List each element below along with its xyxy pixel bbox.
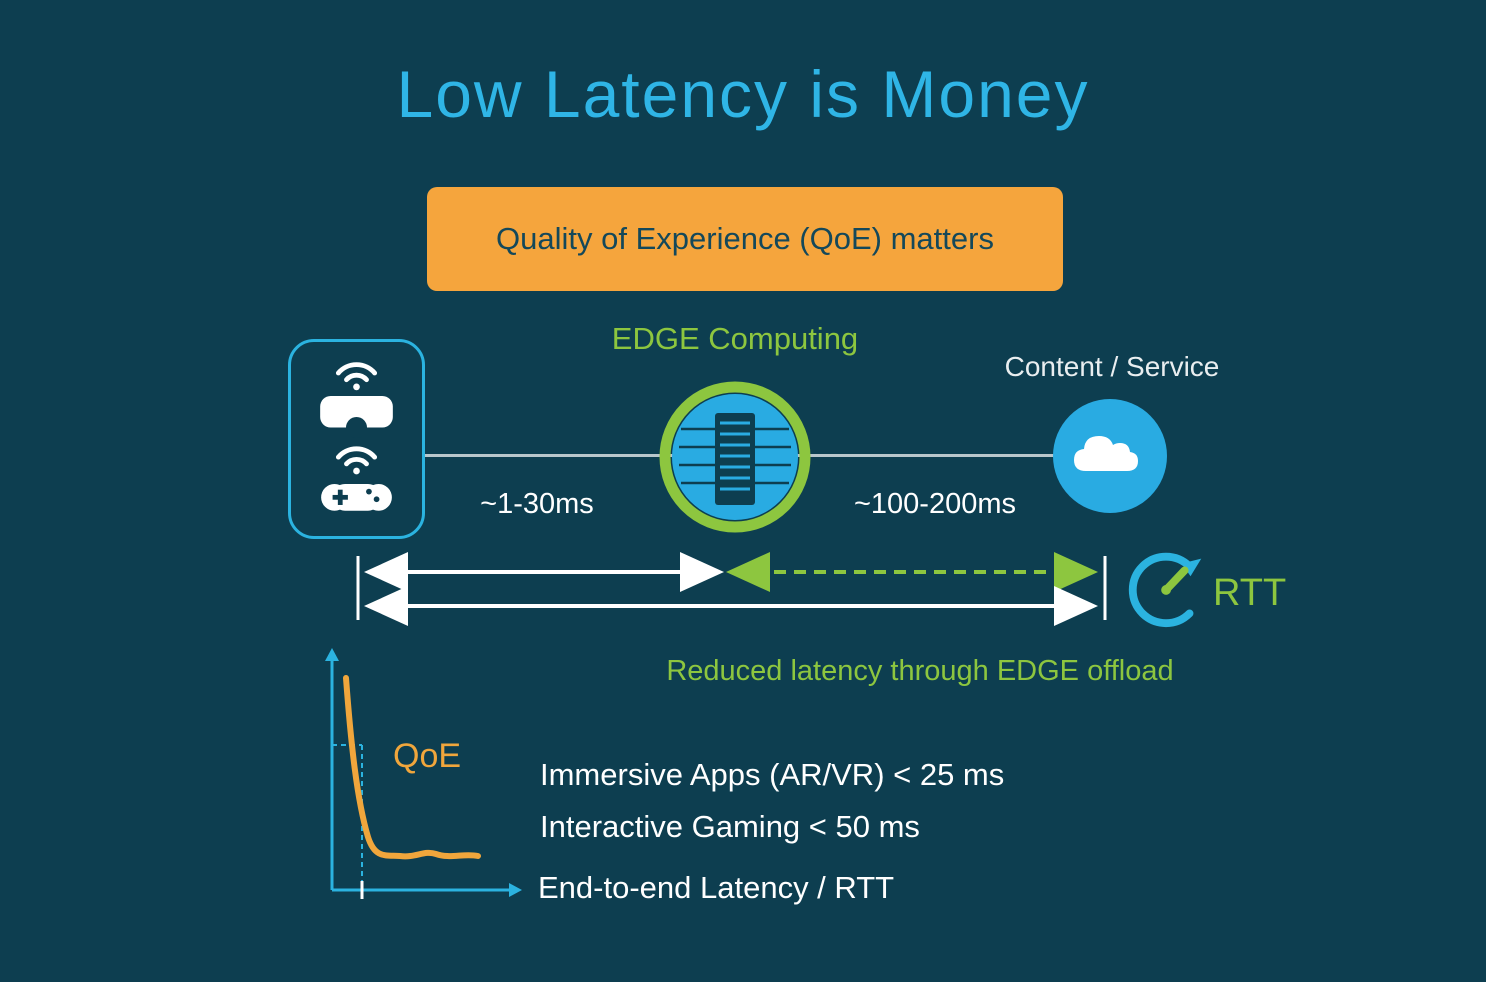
rtt-label: RTT <box>1213 572 1287 614</box>
content-service-label: Content / Service <box>1004 351 1220 382</box>
qoe-banner-label: Quality of Experience (QoE) matters <box>496 221 994 256</box>
edge-cloud-latency: ~100-200ms <box>853 488 1017 520</box>
vr-headset-icon <box>320 395 393 439</box>
latency-arrows <box>356 552 1107 626</box>
qoe-latency-chart <box>325 648 522 899</box>
x-axis-label: End-to-end Latency / RTT <box>538 870 895 905</box>
wifi-icon <box>335 362 378 391</box>
end-device-node <box>288 339 425 539</box>
qoe-banner: Quality of Experience (QoE) matters <box>427 187 1063 291</box>
requirement-immersive: Immersive Apps (AR/VR) < 25 ms <box>540 757 1005 792</box>
edge-node <box>657 379 813 535</box>
cloud-icon <box>1053 399 1167 513</box>
speedometer-icon <box>1128 552 1202 628</box>
cloud-node <box>1053 399 1167 513</box>
page-title: Low Latency is Money <box>396 57 1090 131</box>
qoe-curve <box>343 675 481 860</box>
offload-caption: Reduced latency through EDGE offload <box>666 655 1174 687</box>
device-edge-latency: ~1-30ms <box>480 488 594 520</box>
x-axis-arrow <box>509 883 522 897</box>
edge-server-icon <box>659 381 811 533</box>
device-icons <box>320 362 393 511</box>
wifi-icon <box>335 446 378 475</box>
y-axis-arrow <box>325 648 339 661</box>
qoe-curve-label: QoE <box>393 737 462 775</box>
requirement-gaming: Interactive Gaming < 50 ms <box>540 809 920 844</box>
gamepad-icon <box>321 483 392 511</box>
edge-computing-label: EDGE Computing <box>611 321 859 356</box>
